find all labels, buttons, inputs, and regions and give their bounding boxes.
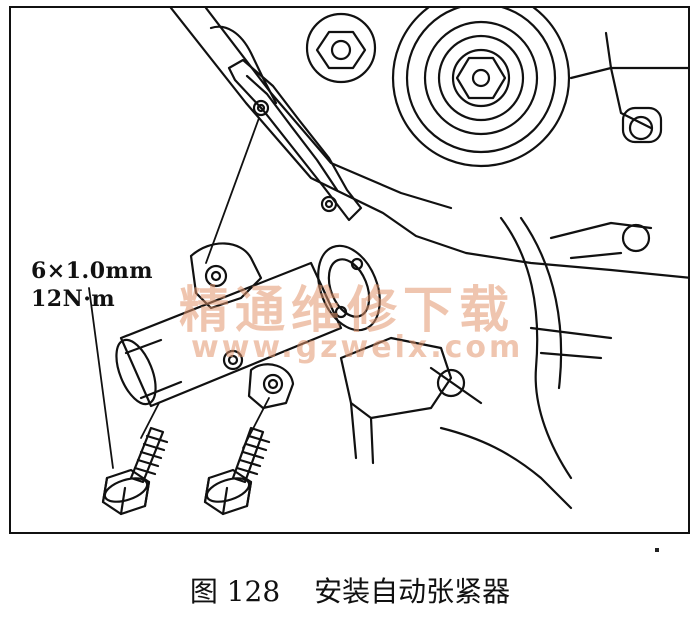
figure-number: 图 128 [189, 575, 281, 608]
leader-line-2 [205, 117, 260, 264]
crank-pulley [391, 8, 571, 168]
watermark-chinese: 精通维修下载 [179, 281, 515, 339]
figure-caption: 图 128 安装自动张紧器 [0, 570, 700, 610]
right-curve-lower [499, 216, 573, 480]
mounting-bolt-left [101, 426, 169, 516]
cover-flange [209, 25, 278, 105]
torque-label: 12N·m [31, 286, 116, 312]
lower-structure [439, 426, 573, 510]
upper-bolt-hole [252, 99, 270, 117]
engine-tensioner-drawing [88, 8, 688, 516]
tensioner-bracket [339, 336, 453, 465]
mounting-bolt-right [203, 426, 271, 516]
diagram-frame: 6×1.0mm 12N·m 精通维修下载 www.gzweix.com [9, 6, 690, 534]
bolt-size-label: 6×1.0mm [31, 258, 154, 284]
stray-dot [655, 548, 659, 552]
right-housing [569, 66, 688, 80]
gasket-channel [227, 58, 363, 222]
auto-tensioner-body [115, 242, 381, 410]
right-boss-lower [429, 326, 613, 405]
figure-title: 安装自动张紧器 [314, 575, 511, 608]
watermark-url: www.gzweix.com [191, 330, 524, 365]
mid-bolt-hole [320, 195, 338, 213]
right-boss-middle [549, 221, 653, 260]
engine-block-outline [169, 8, 688, 279]
right-boss-upper [621, 106, 663, 144]
leader-line-4 [140, 402, 160, 439]
leader-line-1 [88, 287, 114, 469]
hex-nut-top [305, 12, 377, 84]
